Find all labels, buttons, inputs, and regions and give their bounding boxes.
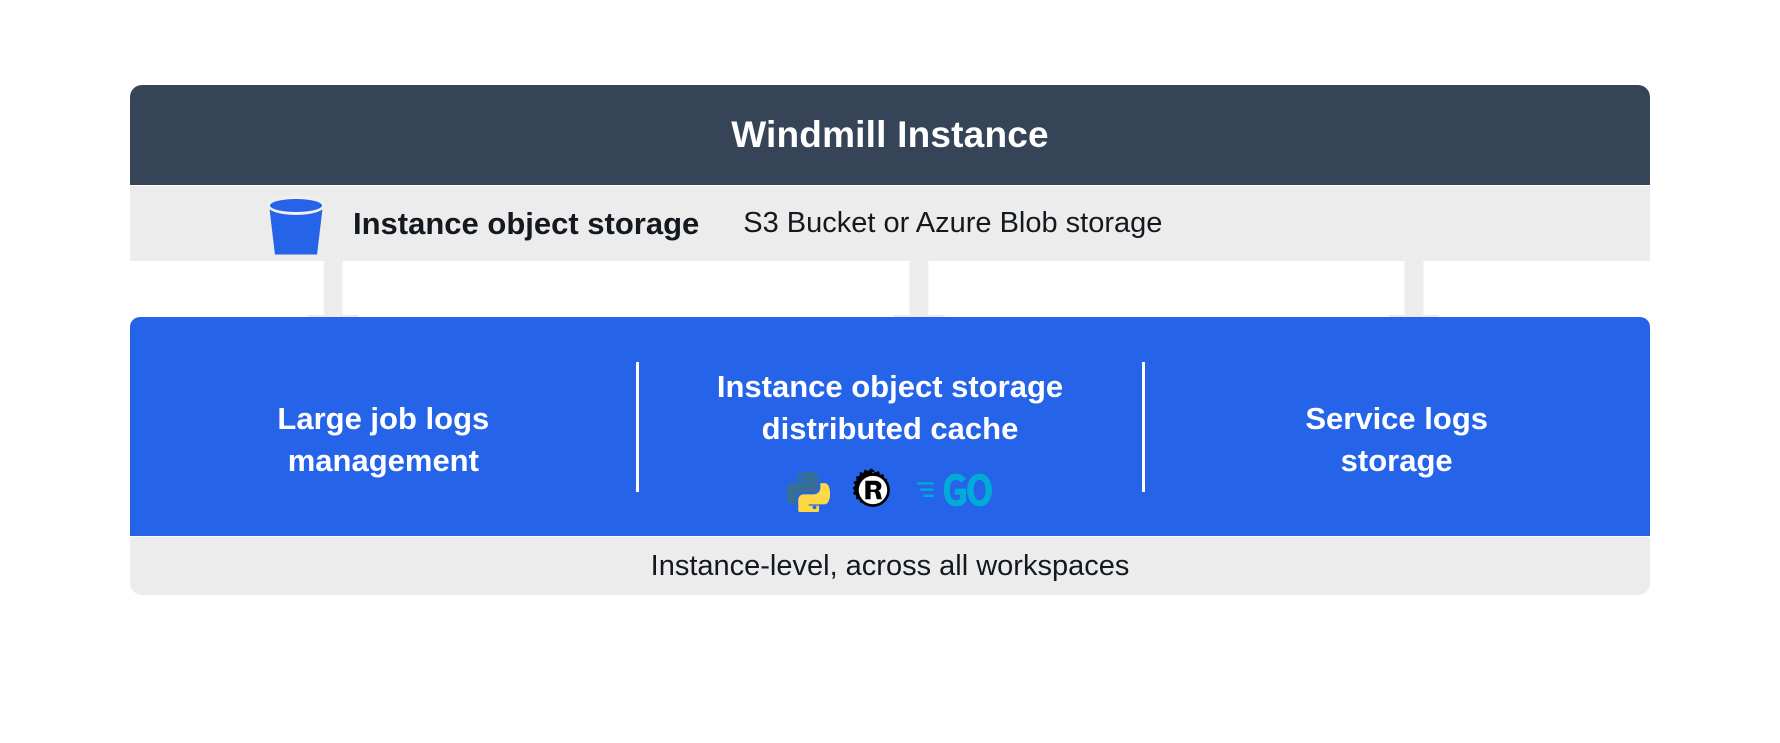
language-logo-row bbox=[786, 467, 994, 513]
instance-storage-title: Instance object storage bbox=[353, 205, 700, 241]
feature-label-large-job-logs: Large job logs management bbox=[277, 400, 490, 478]
feature-column-distributed-cache: Instance object storage distributed cach… bbox=[635, 317, 1144, 536]
feature-column-service-logs: Service logs storage bbox=[1142, 317, 1650, 536]
arrow-to-service-logs bbox=[1381, 261, 1447, 346]
feature-label-distributed-cache: Instance object storage distributed cach… bbox=[716, 368, 1064, 446]
python-logo bbox=[786, 471, 830, 513]
arrow-to-distributed-cache bbox=[886, 261, 952, 346]
architecture-diagram: Windmill Instance Instance object storag… bbox=[130, 85, 1650, 657]
instance-storage-subtitle: S3 Bucket or Azure Blob storage bbox=[743, 207, 1163, 239]
arrow-stem bbox=[909, 261, 929, 317]
bucket-rim-shape bbox=[267, 195, 325, 215]
arrow-to-large-job-logs bbox=[300, 261, 366, 346]
arrow-stem bbox=[1404, 261, 1424, 317]
instance-header-bar: Windmill Instance bbox=[130, 85, 1650, 185]
feature-column-large-job-logs: Large job logs management bbox=[130, 317, 637, 536]
diagram-footer-text: Instance-level, across all workspaces bbox=[650, 549, 1130, 582]
bucket-icon bbox=[265, 191, 327, 257]
arrow-stem bbox=[323, 261, 343, 317]
feature-panel: Large job logs management Instance objec… bbox=[130, 317, 1650, 536]
diagram-footer-bar: Instance-level, across all workspaces bbox=[130, 537, 1650, 595]
column-divider-left bbox=[635, 361, 639, 492]
instance-storage-row: Instance object storage S3 Bucket or Azu… bbox=[130, 186, 1650, 261]
column-divider-right bbox=[1142, 361, 1146, 492]
rust-logo bbox=[852, 468, 890, 507]
feature-label-service-logs: Service logs storage bbox=[1305, 400, 1488, 478]
go-logo bbox=[916, 473, 992, 507]
instance-header-title: Windmill Instance bbox=[731, 114, 1049, 155]
